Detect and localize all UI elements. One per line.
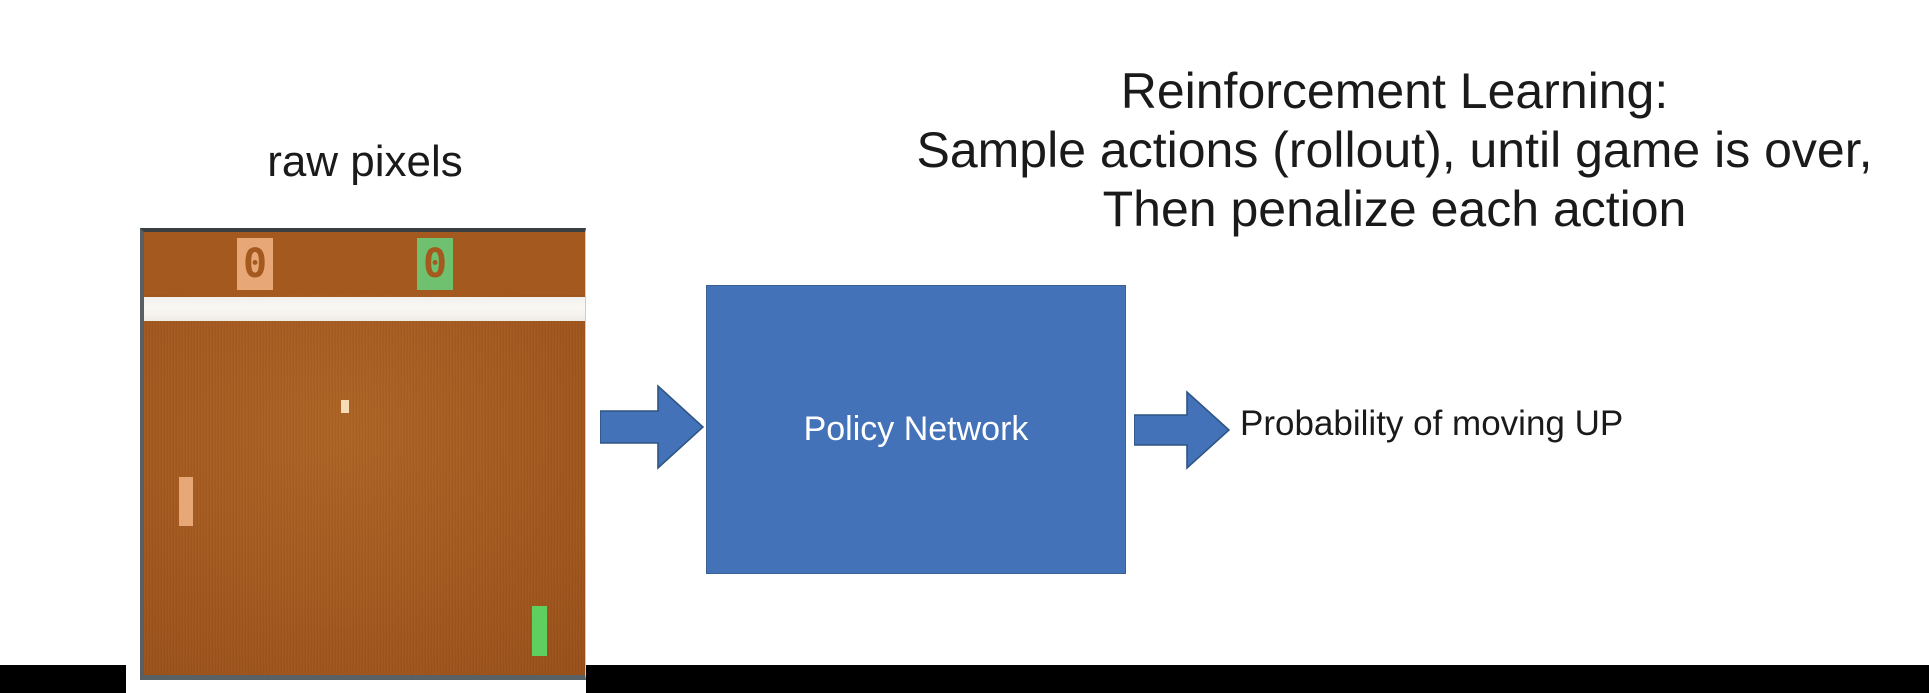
- bottom-bar-left: [0, 665, 126, 693]
- output-arrow-icon: [1133, 390, 1231, 470]
- headline-line-1: Reinforcement Learning:: [1120, 63, 1669, 119]
- score-right: 0: [417, 238, 453, 290]
- field-divider-line: [144, 297, 585, 321]
- headline-block: Reinforcement Learning: Sample actions (…: [860, 62, 1929, 239]
- paddle-right-agent: [532, 606, 547, 656]
- input-arrow-icon: [599, 384, 705, 470]
- headline-line-3: Then penalize each action: [1102, 181, 1687, 237]
- bottom-bar-right: [586, 665, 1929, 693]
- score-left: 0: [237, 238, 273, 290]
- raw-pixels-caption: raw pixels: [267, 137, 463, 186]
- score-strip: 0 0: [144, 232, 585, 295]
- atari-game-screen: 0 0: [140, 228, 586, 680]
- paddle-left-opponent: [179, 477, 193, 526]
- policy-network-label: Policy Network: [803, 409, 1029, 448]
- right-arrow-icon: [1133, 390, 1231, 470]
- headline-line-2: Sample actions (rollout), until game is …: [916, 122, 1873, 178]
- pong-ball: [341, 400, 349, 413]
- policy-network-box[interactable]: Policy Network: [706, 285, 1126, 574]
- output-caption: Probability of moving UP: [1240, 404, 1624, 443]
- game-field: 0 0: [144, 232, 585, 675]
- right-arrow-icon: [599, 384, 705, 470]
